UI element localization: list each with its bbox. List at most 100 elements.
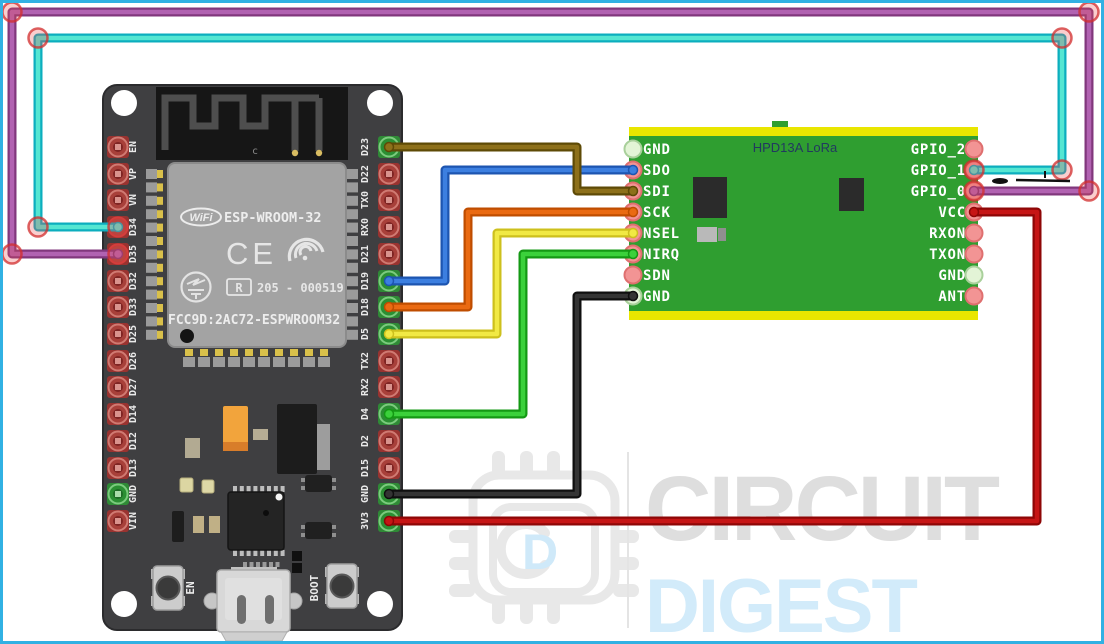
esp32-pin-label-d5: D5 [360, 328, 371, 340]
wire-endpoint[interactable] [383, 301, 395, 313]
wire-esp32-d19-to-lora-sdo[interactable] [383, 164, 639, 287]
lora-chip [839, 178, 864, 211]
esp32-pin-label-d22: D22 [360, 165, 371, 183]
lora-pcb[interactable] [629, 136, 978, 311]
esp32-pin-label-d14: D14 [128, 405, 139, 423]
lora-pin-gpio_2[interactable] [964, 139, 984, 159]
esp32-pin-label-d12: D12 [128, 432, 139, 450]
wire-bendpoint-marker[interactable] [963, 180, 985, 202]
smd-ic [301, 522, 336, 539]
lora-pin-gnd[interactable] [964, 265, 984, 285]
wire-endpoint[interactable] [627, 227, 639, 239]
wire-endpoint[interactable] [383, 488, 395, 500]
wire-bendpoint-marker[interactable] [1078, 1, 1100, 23]
wire-esp32-d4-to-lora-nirq[interactable] [383, 248, 639, 420]
wire-esp32-gnd-to-lora-gnd[interactable] [383, 290, 639, 500]
esp32-pin-tx0[interactable] [378, 189, 400, 211]
esp32-pin-d12[interactable] [107, 430, 129, 452]
wire-bendpoint-marker[interactable] [107, 216, 129, 238]
esp32-pin-label-d26: D26 [128, 352, 139, 370]
wire-bendpoint-marker[interactable] [1051, 27, 1073, 49]
voltage-regulator [277, 404, 317, 474]
en-button-label: EN [184, 581, 197, 594]
wire-esp32-d34-to-lora-gpio1[interactable] [33, 33, 1067, 233]
esp32-pin-rx2[interactable] [378, 376, 400, 398]
wire-bendpoint-marker[interactable] [963, 159, 985, 181]
esp32-pin-label-3v3: 3V3 [360, 512, 371, 530]
led [179, 477, 194, 493]
boot-button-label: BOOT [308, 574, 321, 601]
wire-endpoint[interactable] [627, 290, 639, 302]
esp32-pin-vn[interactable] [107, 189, 129, 211]
wire-esp32-d23-to-lora-sdi[interactable] [383, 141, 639, 197]
esp32-devkit-board: c WiFi ESP-WROOM-32 CE R 205 - [102, 84, 403, 642]
esp32-pin-label-d32: D32 [128, 272, 139, 290]
wire-endpoint[interactable] [383, 408, 395, 420]
wire-esp32-3v3-to-lora-vcc[interactable] [383, 206, 1042, 527]
wire-bendpoint-marker[interactable] [27, 27, 49, 49]
esp32-pin-label-d25: D25 [128, 325, 139, 343]
usb-uart-chip [227, 491, 285, 551]
wire-endpoint[interactable] [968, 206, 980, 218]
esp32-pin-label-d19: D19 [360, 272, 371, 290]
esp32-pin-en[interactable] [107, 136, 129, 158]
wire-endpoint[interactable] [383, 141, 395, 153]
lora-pin-label-sdi: SDI [643, 184, 671, 200]
wire-endpoint[interactable] [383, 515, 395, 527]
wire-endpoint[interactable] [968, 185, 980, 197]
wire-endpoint[interactable] [627, 185, 639, 197]
esp32-pin-gnd[interactable] [107, 483, 129, 505]
lora-components [693, 177, 864, 242]
esp32-pin-d21[interactable] [378, 243, 400, 265]
lora-pin-txon[interactable] [964, 244, 984, 264]
esp32-pin-label-gnd: GND [128, 485, 139, 503]
wire-endpoint[interactable] [383, 275, 395, 287]
wire-bendpoint-marker[interactable] [1078, 180, 1100, 202]
wire-bendpoint-marker[interactable] [1, 1, 23, 23]
wire-endpoint[interactable] [383, 328, 395, 340]
lora-pin-label-gpio_1: GPIO_1 [911, 163, 966, 179]
wire-bendpoint-marker[interactable] [1051, 159, 1073, 181]
wire-endpoint[interactable] [112, 221, 124, 233]
esp32-pin-d32[interactable] [107, 270, 129, 292]
wire-endpoint[interactable] [968, 164, 980, 176]
esp32-pin-vp[interactable] [107, 163, 129, 185]
wire-endpoint[interactable] [627, 164, 639, 176]
r-mark-box [226, 278, 252, 296]
esp32-pin-d15[interactable] [378, 457, 400, 479]
esp32-pin-d14[interactable] [107, 403, 129, 425]
wire-endpoint[interactable] [112, 248, 124, 260]
wire-bendpoint-marker[interactable] [1, 243, 23, 265]
wire-endpoint[interactable] [627, 206, 639, 218]
esp32-pin-label-rx2: RX2 [360, 378, 371, 396]
esp32-pin-d27[interactable] [107, 376, 129, 398]
lora-pin-rxon[interactable] [964, 223, 984, 243]
wire-bendpoint-marker[interactable] [107, 243, 129, 265]
en-button[interactable] [151, 565, 185, 611]
wire-esp32-d5-to-lora-nsel[interactable] [383, 227, 639, 340]
esp32-pin-d22[interactable] [378, 163, 400, 185]
wire-bendpoint-marker[interactable] [27, 216, 49, 238]
boot-button[interactable] [325, 563, 359, 609]
lora-pin-label-vcc: VCC [938, 205, 966, 221]
lora-pin-sdn[interactable] [623, 265, 643, 285]
esp32-pin-label-d2: D2 [360, 435, 371, 447]
esp32-pin-vin[interactable] [107, 510, 129, 532]
wire-esp32-d35-to-lora-gpio0[interactable] [7, 7, 1094, 260]
esp32-pin-label-tx0: TX0 [360, 191, 371, 209]
lora-pin-gnd[interactable] [623, 139, 643, 159]
esp32-pin-d2[interactable] [378, 430, 400, 452]
esp32-pin-d26[interactable] [107, 350, 129, 372]
esp32-pin-label-gnd: GND [360, 485, 371, 503]
wifi-logo-icon [180, 207, 222, 227]
esp32-pin-label-d4: D4 [360, 408, 371, 420]
esp32-pin-rx0[interactable] [378, 216, 400, 238]
esp32-pin-d33[interactable] [107, 296, 129, 318]
wire-esp32-d18-to-lora-sck[interactable] [383, 206, 639, 313]
wire-endpoint[interactable] [627, 248, 639, 260]
lora-pin-ant[interactable] [964, 286, 984, 306]
esp32-pin-label-tx2: TX2 [360, 352, 371, 370]
esp32-pin-d25[interactable] [107, 323, 129, 345]
esp32-pin-tx2[interactable] [378, 350, 400, 372]
esp32-pin-d13[interactable] [107, 457, 129, 479]
